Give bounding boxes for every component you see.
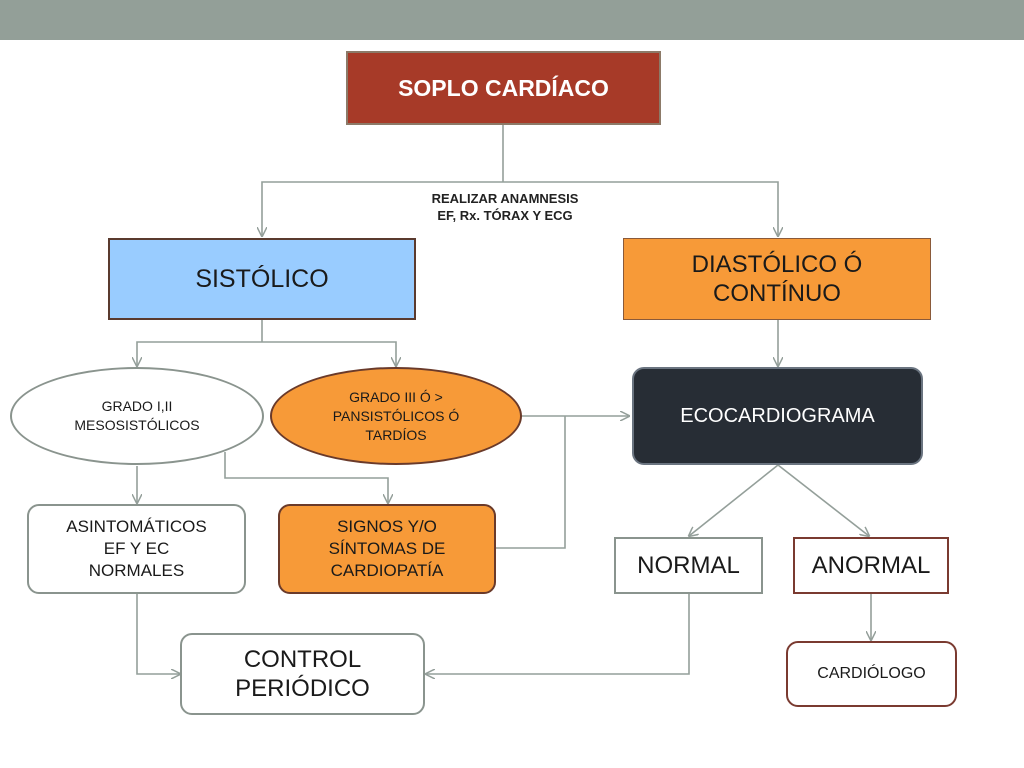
node-sistolico-label: SISTÓLICO	[195, 264, 329, 293]
node-signos-label: SIGNOS Y/O SÍNTOMAS DE CARDIOPATÍA	[328, 517, 446, 580]
node-diastolico-label: DIASTÓLICO Ó CONTÍNUO	[691, 251, 863, 307]
node-anormal-label: ANORMAL	[811, 551, 931, 579]
node-cardiologo-label: CARDIÓLOGO	[817, 665, 926, 682]
node-grado12-label: GRADO I,II MESOSISTÓLICOS	[74, 398, 200, 433]
node-ecocardiograma: ECOCARDIOGRAMA	[632, 367, 923, 465]
node-grado-3: GRADO III Ó > PANSISTÓLICOS Ó TARDÍOS	[270, 367, 522, 465]
connector-to-grado12	[137, 341, 262, 366]
node-signos-sintomas: SIGNOS Y/O SÍNTOMAS DE CARDIOPATÍA	[278, 504, 496, 594]
connector-eco-normal	[689, 464, 779, 536]
connector-grado12-signos	[224, 452, 388, 503]
connector-normal-control	[426, 594, 690, 674]
connector-signos-eco	[496, 416, 566, 549]
connector-asint-control	[136, 594, 180, 674]
node-eco-label: ECOCARDIOGRAMA	[680, 404, 875, 427]
node-soplo-cardiaco: SOPLO CARDÍACO	[346, 51, 661, 125]
node-normal: NORMAL	[614, 537, 763, 594]
node-sistolico: SISTÓLICO	[108, 238, 416, 320]
node-anormal: ANORMAL	[793, 537, 949, 594]
connector-to-sistolico	[262, 181, 503, 236]
header-bar	[0, 0, 1024, 40]
node-grado3-label: GRADO III Ó > PANSISTÓLICOS Ó TARDÍOS	[332, 388, 460, 443]
node-asintomaticos: ASINTOMÁTICOS EF Y EC NORMALES	[27, 504, 246, 594]
node-grado-1-2: GRADO I,II MESOSISTÓLICOS	[10, 367, 264, 465]
node-cardiologo: CARDIÓLOGO	[786, 641, 957, 707]
node-control-label: CONTROL PERIÓDICO	[235, 646, 370, 702]
connector-to-grado3	[262, 341, 396, 366]
node-control-periodico: CONTROL PERIÓDICO	[180, 633, 425, 715]
connector-to-diastolico	[503, 181, 778, 236]
node-soplo-label: SOPLO CARDÍACO	[398, 74, 609, 101]
connector-eco-anormal	[777, 464, 869, 536]
node-normal-label: NORMAL	[637, 551, 740, 579]
node-diastolico-continuo: DIASTÓLICO Ó CONTÍNUO	[623, 238, 931, 320]
label-realizar-anamnesis: REALIZAR ANAMNESIS EF, Rx. TÓRAX Y ECG	[431, 191, 579, 223]
node-asintomaticos-label: ASINTOMÁTICOS EF Y EC NORMALES	[66, 517, 207, 580]
